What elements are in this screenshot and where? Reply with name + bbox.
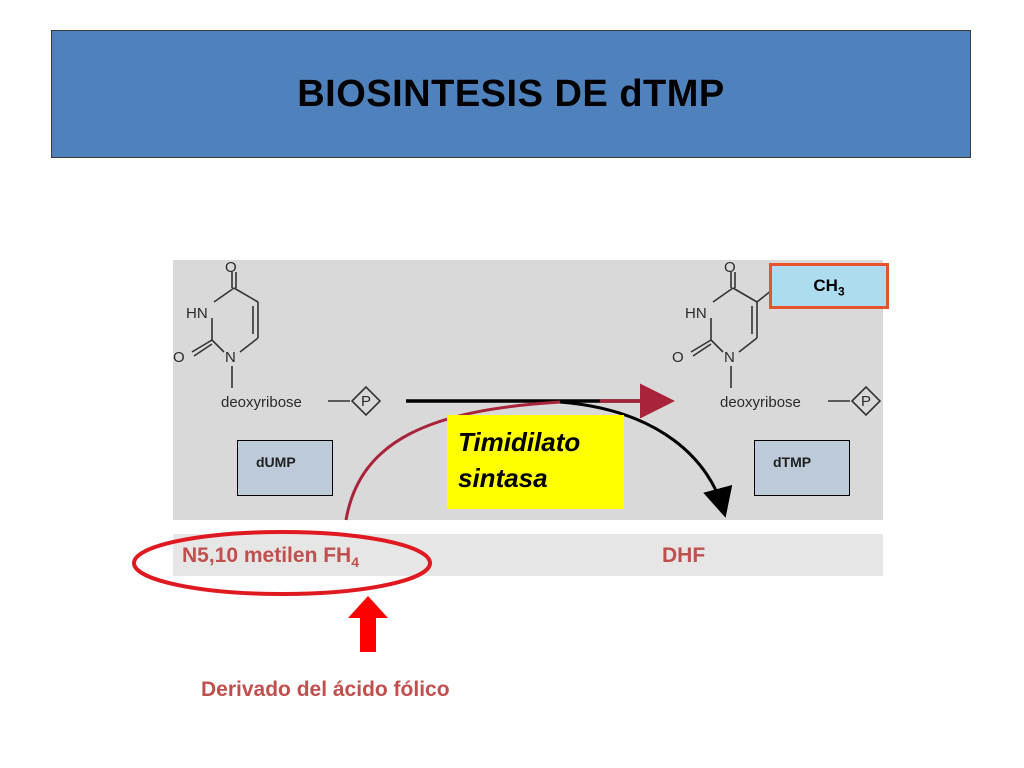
dtmp-oxygen-top: O: [724, 259, 736, 276]
dtmp-nh: HN: [685, 305, 707, 322]
methyl-subscript: 3: [837, 284, 845, 299]
dtmp-n: N: [724, 349, 735, 366]
cofactor-reactant-label: N5,10 metilen FH4: [182, 544, 359, 570]
folic-acid-note: Derivado del ácido fólico: [201, 678, 450, 701]
up-arrow-icon: [348, 596, 388, 652]
cofactor-reactant-subscript: 4: [351, 554, 360, 571]
dump-oxygen-top: O: [225, 259, 237, 276]
dtmp-sugar: deoxyribose: [720, 394, 801, 411]
methyl-group-box: CH3: [769, 263, 889, 309]
methyl-label: CH: [813, 276, 838, 295]
cofactor-out-arrow: [559, 400, 733, 518]
cofactor-strip: [173, 534, 883, 576]
dtmp-structure: [690, 272, 882, 417]
dump-sugar: deoxyribose: [221, 394, 302, 411]
enzyme-line-2: sintasa: [458, 463, 548, 493]
enzyme-line-1: Timidilato: [458, 427, 581, 457]
page-title: BIOSINTESIS DE dTMP: [297, 72, 725, 115]
cofactor-reactant-main: N5,10 metilen FH: [182, 544, 352, 567]
dtmp-label: dTMP: [773, 454, 812, 470]
dump-n: N: [225, 349, 236, 366]
dump-label-box: dUMP: [237, 440, 333, 496]
dump-structure: [191, 272, 382, 417]
dump-label: dUMP: [256, 454, 296, 470]
cofactor-in-arrow: [344, 400, 561, 521]
dump-oxygen-left: O: [173, 349, 185, 366]
dump-phosphate: P: [361, 393, 371, 410]
dtmp-label-box: dTMP: [754, 440, 850, 496]
cofactor-product-label: DHF: [662, 544, 706, 567]
cofactor-highlight-ellipse: [132, 530, 432, 596]
dtmp-phosphate: P: [861, 393, 871, 410]
dtmp-oxygen-left: O: [672, 349, 684, 366]
dump-nh: HN: [186, 305, 208, 322]
title-banner: BIOSINTESIS DE dTMP: [51, 30, 971, 158]
enzyme-label-box: Timidilato sintasa: [447, 415, 624, 509]
